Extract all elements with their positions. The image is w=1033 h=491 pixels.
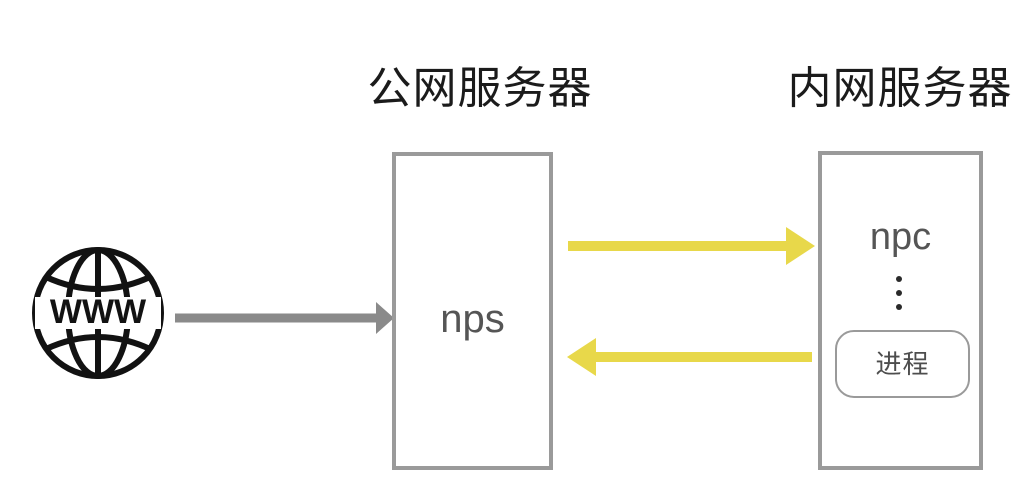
- ellipsis-dot: [896, 304, 902, 310]
- globe-www-label: WWW: [50, 293, 147, 331]
- process-node-label: 进程: [875, 349, 930, 379]
- title-public-server: 公网服务器: [367, 64, 593, 113]
- globe-www-icon: WWW: [30, 245, 166, 381]
- server-box-npc: [818, 151, 983, 470]
- arrow-npc-to-nps: [567, 338, 812, 376]
- server-box-nps: [392, 152, 553, 470]
- vertical-ellipsis-icon: [894, 276, 904, 310]
- title-internal-server: 内网服务器: [787, 64, 1013, 113]
- process-node: 进程: [835, 330, 970, 398]
- node-label-npc: npc: [869, 216, 932, 258]
- arrow-internet-to-nps: [175, 302, 394, 334]
- ellipsis-dot: [896, 290, 902, 296]
- node-label-nps: nps: [440, 297, 505, 341]
- arrow-nps-to-npc: [568, 227, 815, 265]
- ellipsis-dot: [896, 276, 902, 282]
